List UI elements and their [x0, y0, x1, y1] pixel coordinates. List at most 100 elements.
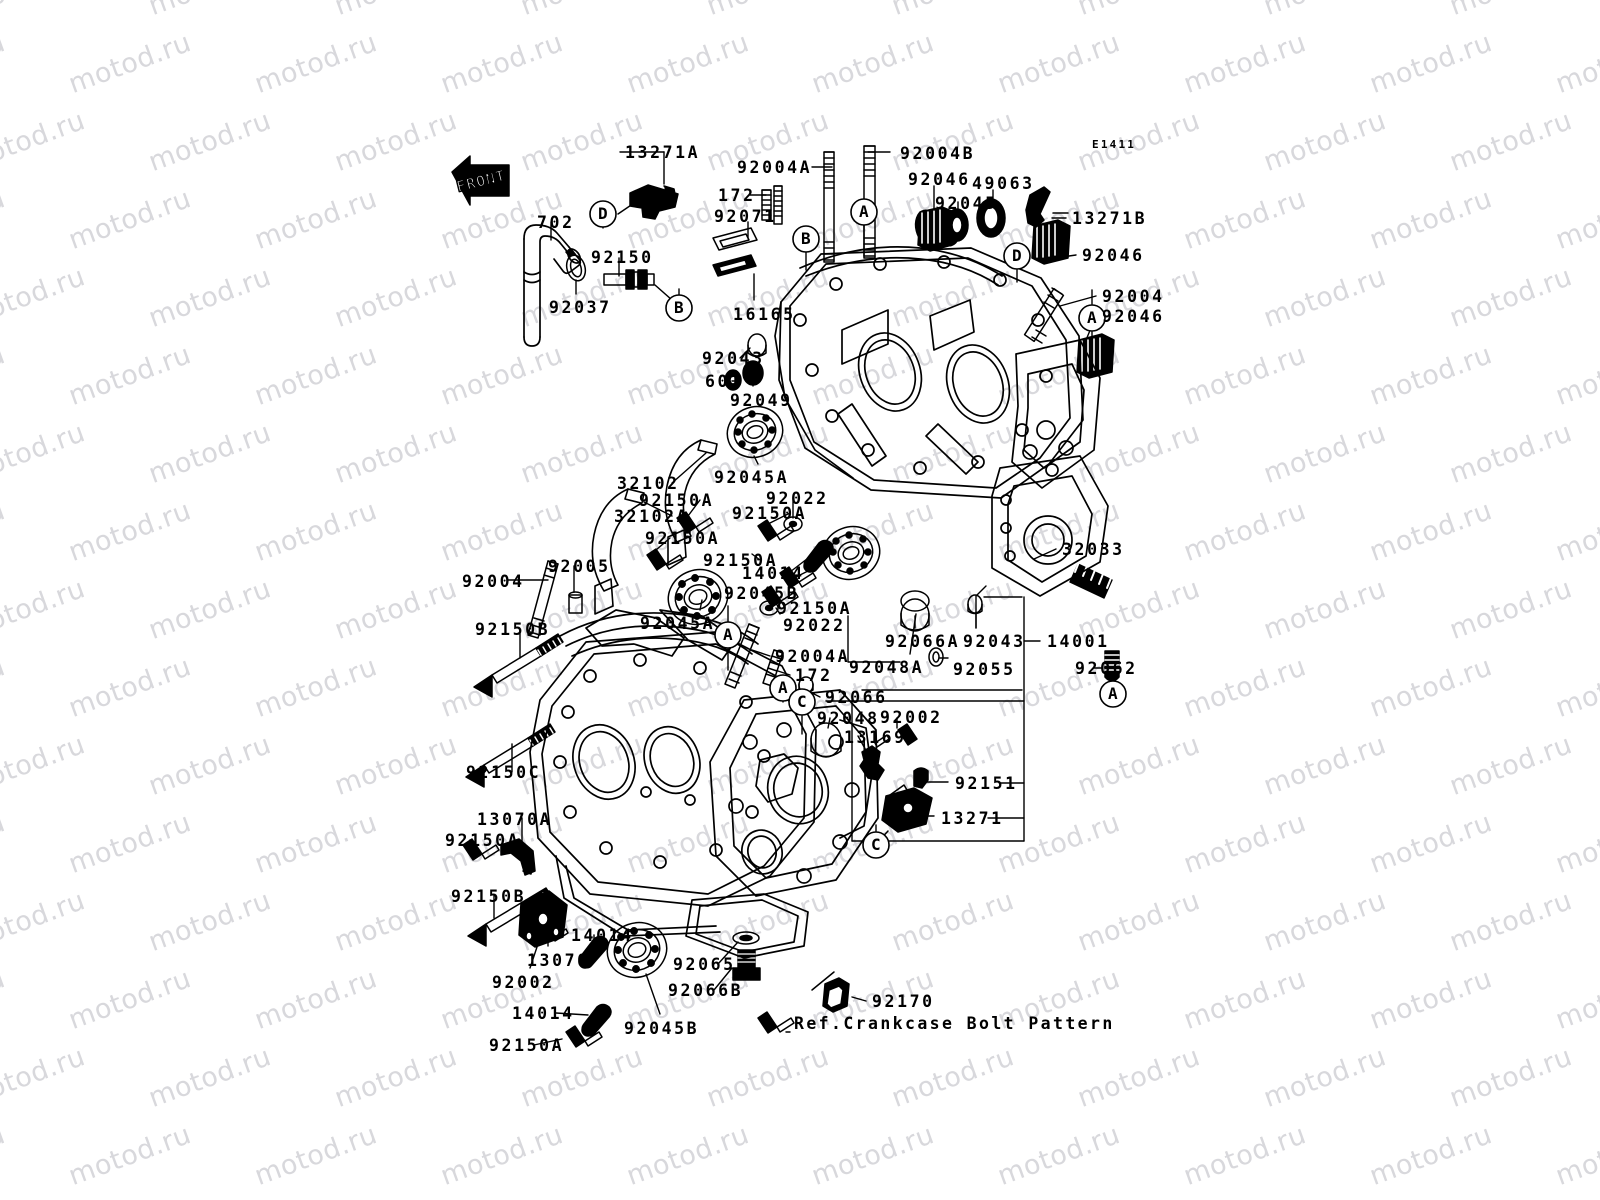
- bolt-92150B-upper: [473, 633, 564, 698]
- footnote-crankcase-bolt-pattern: Ref.Crankcase Bolt Pattern: [794, 1014, 1115, 1033]
- callout-bubble-b: B: [801, 229, 811, 248]
- part-92066B-plug: [732, 949, 761, 981]
- part-number-label-13271b: 13271B: [1072, 209, 1148, 228]
- part-number-label-92045a: 92045A: [714, 468, 790, 487]
- part-92048A-bush: [900, 590, 930, 612]
- part-number-label-92150a: 92150A: [777, 599, 853, 618]
- part-92066A-bush: [900, 598, 930, 632]
- part-number-label-14001: 14001: [1047, 632, 1110, 651]
- part-number-label-92062: 92062: [1075, 659, 1138, 678]
- bolt-92150A-7: [565, 1025, 603, 1048]
- part-number-label-172: 172: [718, 186, 756, 205]
- part-number-label-32102a: 32102A: [614, 507, 690, 526]
- bolt-92150A-5: [761, 585, 799, 608]
- part-92170-clamp: [811, 971, 850, 1013]
- callout-bubble-c: C: [871, 835, 881, 854]
- part-number-label-49063: 49063: [972, 174, 1035, 193]
- part-number-label-92046: 92046: [908, 170, 971, 189]
- part-number-label-92004: 92004: [462, 572, 525, 591]
- part-number-label-92002: 92002: [880, 708, 943, 727]
- part-number-label-172: 172: [795, 666, 833, 685]
- part-number-label-92046: 92046: [1102, 307, 1165, 326]
- part-number-label-92048a: 92048A: [849, 658, 925, 677]
- part-number-label-92150a: 92150A: [639, 491, 715, 510]
- part-number-label-16165: 16165: [733, 305, 796, 324]
- upper-crankcase-half: [774, 246, 1109, 597]
- part-number-label-702: 702: [537, 213, 575, 232]
- part-14014-pin-a: [803, 539, 834, 573]
- part-number-label-92150a: 92150A: [645, 529, 721, 548]
- part-number-label-92004: 92004: [1102, 287, 1165, 306]
- front-arrow-icon: FRONT: [451, 155, 510, 206]
- part-number-label-92005: 92005: [548, 557, 611, 576]
- part-number-label-92151: 92151: [955, 774, 1018, 793]
- part-number-label-14014: 14014: [571, 926, 634, 945]
- part-number-label-92170: 92170: [872, 992, 935, 1011]
- part-92043-bush-a: [747, 333, 767, 358]
- part-92045A-bearing-upper: [726, 405, 784, 459]
- stud-92004A-mid: [724, 623, 760, 689]
- callout-bubble-b: B: [674, 298, 684, 317]
- part-number-label-92066b: 92066B: [668, 981, 744, 1000]
- ref-bolt-pattern-bolt: [757, 1011, 795, 1034]
- bolt-92150A-1: [676, 511, 714, 534]
- callout-bubble-a: A: [778, 678, 788, 697]
- part-number-label-92150b: 92150B: [475, 620, 551, 639]
- part-14014-pin-b: [578, 935, 609, 969]
- part-number-label-13070a: 13070A: [477, 810, 553, 829]
- part-number-label-92071: 92071: [714, 207, 777, 226]
- part-number-label-92066a: 92066A: [885, 632, 961, 651]
- part-13271A-bracket: [617, 184, 679, 220]
- part-number-label-13070: 13070: [527, 951, 590, 970]
- part-702-hose: [523, 224, 582, 347]
- leader-line-group: [469, 151, 1103, 1046]
- stud-92004A-tall: [823, 151, 835, 263]
- part-number-label-13271a: 13271A: [625, 143, 701, 162]
- part-number-label-92004a: 92004A: [737, 158, 813, 177]
- part-14014-pin-c: [581, 1003, 612, 1037]
- part-13070A-guide: [500, 838, 536, 876]
- stud-92004A-top: [773, 185, 783, 225]
- part-92071-screen: [712, 227, 758, 251]
- callout-bubble-d: D: [1012, 246, 1022, 265]
- part-number-label-13271: 13271: [941, 809, 1004, 828]
- part-92005-fitting: [568, 591, 583, 614]
- bolt-92150A-3: [757, 519, 795, 542]
- bolt-92150A-2: [646, 548, 684, 571]
- bolt-92150C: [465, 723, 556, 788]
- part-92045-seal: [945, 208, 969, 242]
- part-92065-washer: [732, 931, 760, 945]
- part-13271-cover: [877, 787, 933, 843]
- callout-bubble-a: A: [859, 202, 869, 221]
- part-number-label-13169: 13169: [844, 728, 907, 747]
- part-number-label-92150a: 92150A: [703, 551, 779, 570]
- part-number-label-92045a: 92045A: [640, 614, 716, 633]
- part-number-label-92043: 92043: [963, 632, 1026, 651]
- part-number-label-92048: 92048: [817, 709, 880, 728]
- part-number-label-32102: 32102: [617, 474, 680, 493]
- stud-92004-left: [527, 560, 559, 639]
- part-number-label-92150c: 92150C: [466, 763, 542, 782]
- part-number-label-92065: 92065: [673, 955, 736, 974]
- part-92045A-bearing-lower: [667, 568, 729, 626]
- part-92037-clamp: [565, 248, 587, 282]
- callout-bubble-a: A: [1087, 308, 1097, 327]
- part-number-label-92046: 92046: [1082, 246, 1145, 265]
- part-13271B-bracket: [1025, 186, 1069, 228]
- part-number-label-92049: 92049: [730, 391, 793, 410]
- part-number-label-92150: 92150: [591, 248, 654, 267]
- part-number-label-92022: 92022: [766, 489, 829, 508]
- callout-bubble-a: A: [723, 625, 733, 644]
- part-number-label-32033: 32033: [1062, 540, 1125, 559]
- part-32102A-pipe: [591, 488, 645, 615]
- part-number-label-92045: 92045: [935, 194, 998, 213]
- part-number-label-92150a: 92150A: [732, 504, 808, 523]
- part-number-label-92043: 92043: [702, 349, 765, 368]
- part-601-bush: [724, 369, 742, 391]
- part-number-label-92037: 92037: [549, 298, 612, 317]
- part-92048-bush: [810, 722, 842, 758]
